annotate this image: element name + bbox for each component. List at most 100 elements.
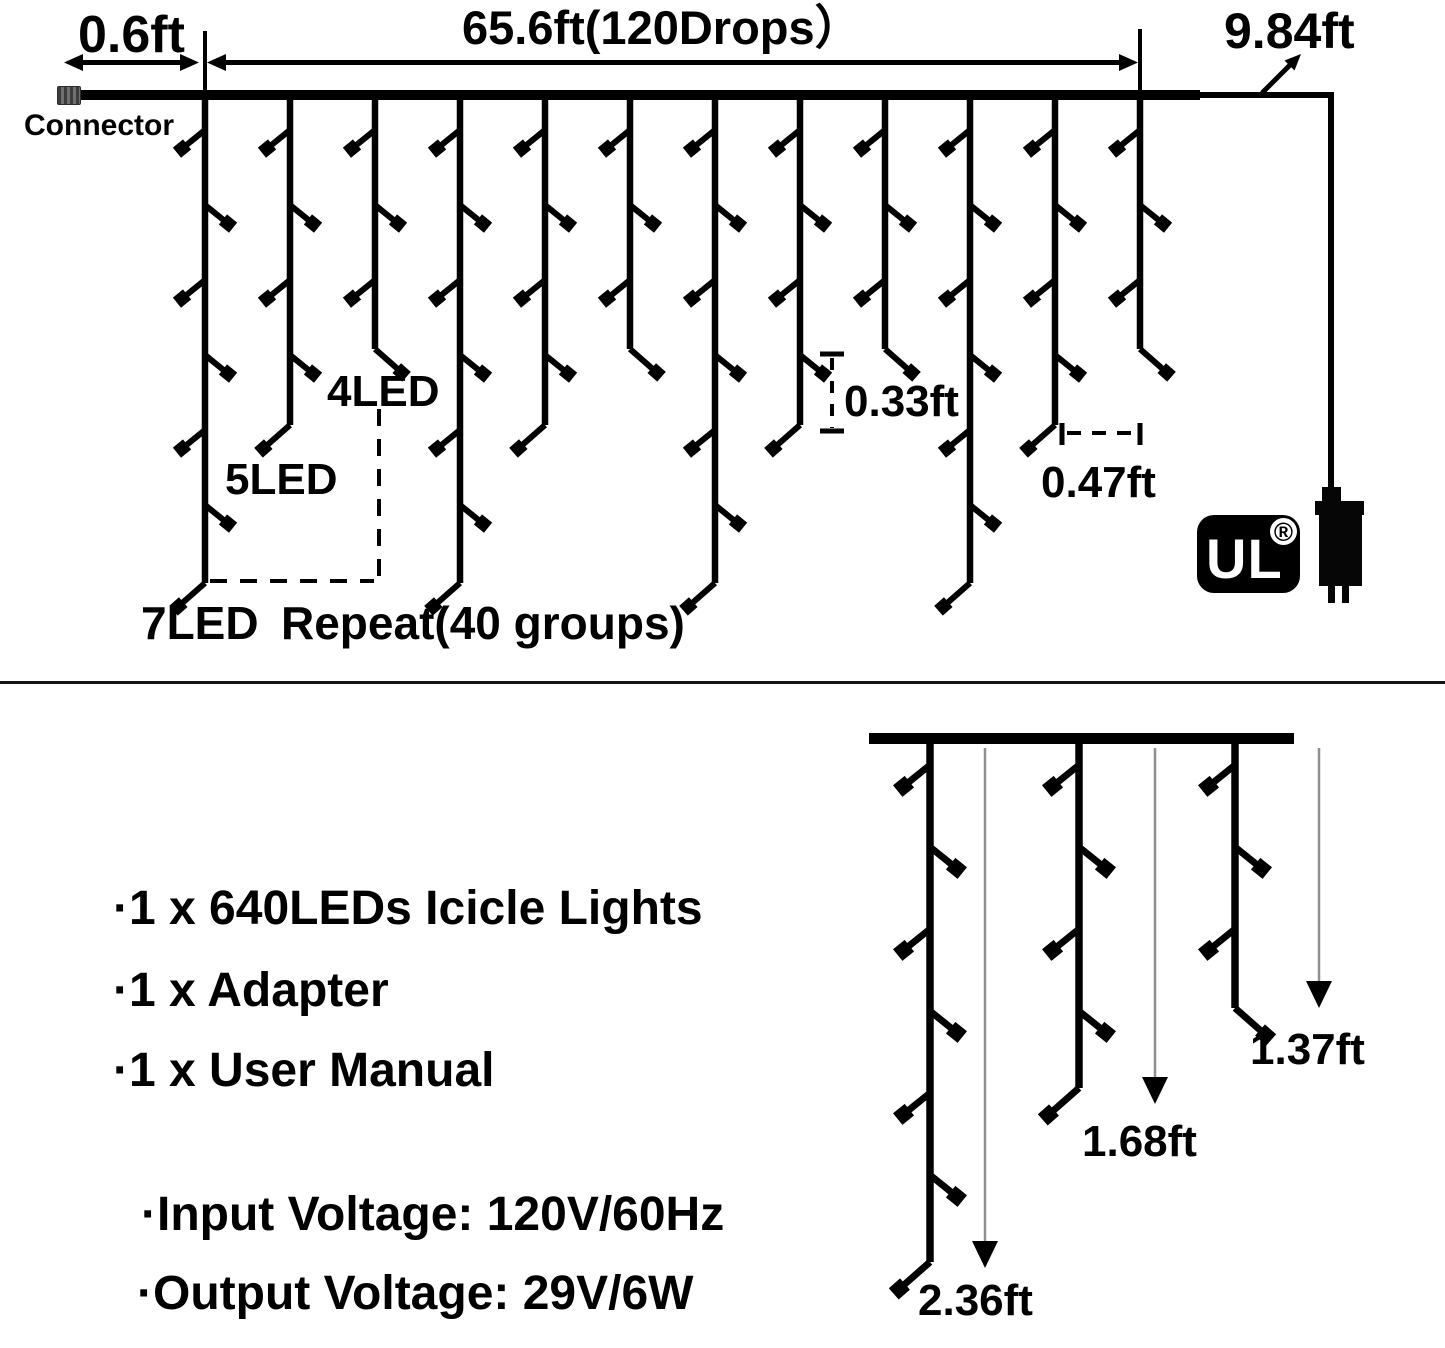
plug-neck [1322,487,1341,502]
led-bulb-icon [893,939,915,961]
led-bulb-icon [728,364,748,383]
led-bulb-icon [1157,363,1176,382]
led-bulb-icon [1255,1024,1277,1046]
led-bulb-icon [983,364,1003,383]
arrow-right-icon [1119,54,1138,71]
package-item: ·1 x User Manual [113,1044,495,1097]
plug-body [1319,515,1362,586]
led-bulb-icon [218,214,238,233]
led-bulb-icon [303,364,323,383]
led-bulb-icon [1198,939,1220,961]
led-bulb-icon [898,214,918,233]
led-bulb-icon [764,439,783,458]
led-bulb-icon [1022,139,1042,158]
lead-length-label: 0.6ft [78,6,185,64]
led-bulb-icon [1068,214,1088,233]
led-bulb-icon [728,214,748,233]
arrow-left-icon [207,54,226,71]
led-bulb-icon [945,857,967,879]
led-bulb-icon [169,597,188,616]
led-bulb-icon [303,214,323,233]
led-bulb-icon [512,139,532,158]
led-bulb-icon [1019,439,1038,458]
group-5led-label: 5LED [225,455,338,504]
led-bulb-icon [257,139,277,158]
led-bulb-icon [888,1278,910,1300]
bottom-support-wire [869,733,1294,744]
arrow-right-icon [180,54,199,71]
led-bulb-icon [1250,857,1272,879]
repeat-group-label: Repeat(40 groups) [281,597,685,649]
led-bulb-icon [1107,139,1127,158]
led-bulb-icon [342,289,362,308]
led-bulb-icon [893,1103,915,1125]
led-bulb-icon [597,139,617,158]
led-bulb-icon [937,139,957,158]
led-bulb-icon [852,139,872,158]
led-bulb-icon [1107,289,1127,308]
plug-flange [1315,501,1364,515]
led-bulb-icon [852,289,872,308]
power-lead-drop-wire [1328,92,1334,488]
ul-certification-badge: UL ® [1197,515,1300,593]
led-bulb-icon [558,364,578,383]
led-bulb-icon [682,139,702,158]
power-lead-length-label: 9.84ft [1224,3,1355,59]
led-bulb-icon [342,139,362,158]
led-bulb-icon [218,364,238,383]
arrow-down-icon [1306,981,1332,1008]
led-bulb-icon [682,289,702,308]
drop-length-label-5led: 1.68ft [1082,1117,1197,1166]
led-bulb-icon [1022,289,1042,308]
connector-label: Connector [24,109,174,142]
led-bulb-icon [597,289,617,308]
led-bulb-icon [767,139,787,158]
led-bulb-icon [902,363,921,382]
led-bulb-icon [643,214,663,233]
package-item: ·1 x 640LEDs Icicle Lights [113,882,703,935]
led-bulb-icon [983,214,1003,233]
led-bulb-icon [767,289,787,308]
package-item: ·1 x Adapter [113,964,389,1017]
main-length-label: 65.6ft(120Drops） [462,1,862,54]
led-bulb-icon [172,289,192,308]
drop-length-label-7led: 2.36ft [918,1276,1033,1325]
led-bulb-icon [1042,939,1064,961]
led-bulb-icon [558,214,578,233]
drop-length-label-4led: 1.37ft [1250,1025,1365,1074]
led-bulb-icon [813,214,833,233]
section-divider [0,681,1445,684]
led-bulb-icon [937,289,957,308]
led-bulb-icon [254,439,273,458]
led-bulb-icon [934,597,953,616]
arrow-left-icon [64,54,83,71]
power-dim-leader [1260,63,1292,95]
led-bulb-icon [1037,1104,1059,1126]
registered-trademark-icon: ® [1270,518,1297,546]
led-bulb-icon [728,514,748,533]
plug-prong [1328,586,1335,603]
led-bulb-icon [473,364,493,383]
ul-mark-text: UL [1206,527,1283,590]
led-bulb-icon [427,439,447,458]
group-4led-label: 4LED [327,367,440,416]
led-bulb-icon [427,289,447,308]
led-bulb-icon [1094,857,1116,879]
led-bulb-icon [679,597,698,616]
led-bulb-icon [172,139,192,158]
led-bulb-icon [388,214,408,233]
led-bulb-icon [1153,214,1173,233]
led-bulb-icon [473,214,493,233]
led-bulb-icon [1094,1021,1116,1043]
led-bulb-icon [257,289,277,308]
drop-spacing-label: 0.47ft [1041,458,1156,507]
led-bulb-icon [945,1185,967,1207]
led-bulb-icon [937,439,957,458]
connector-icon [57,86,81,105]
arrow-down-icon [972,1241,998,1268]
led-bulb-icon [945,1021,967,1043]
led-bulb-icon [218,514,238,533]
led-bulb-icon [813,364,833,383]
